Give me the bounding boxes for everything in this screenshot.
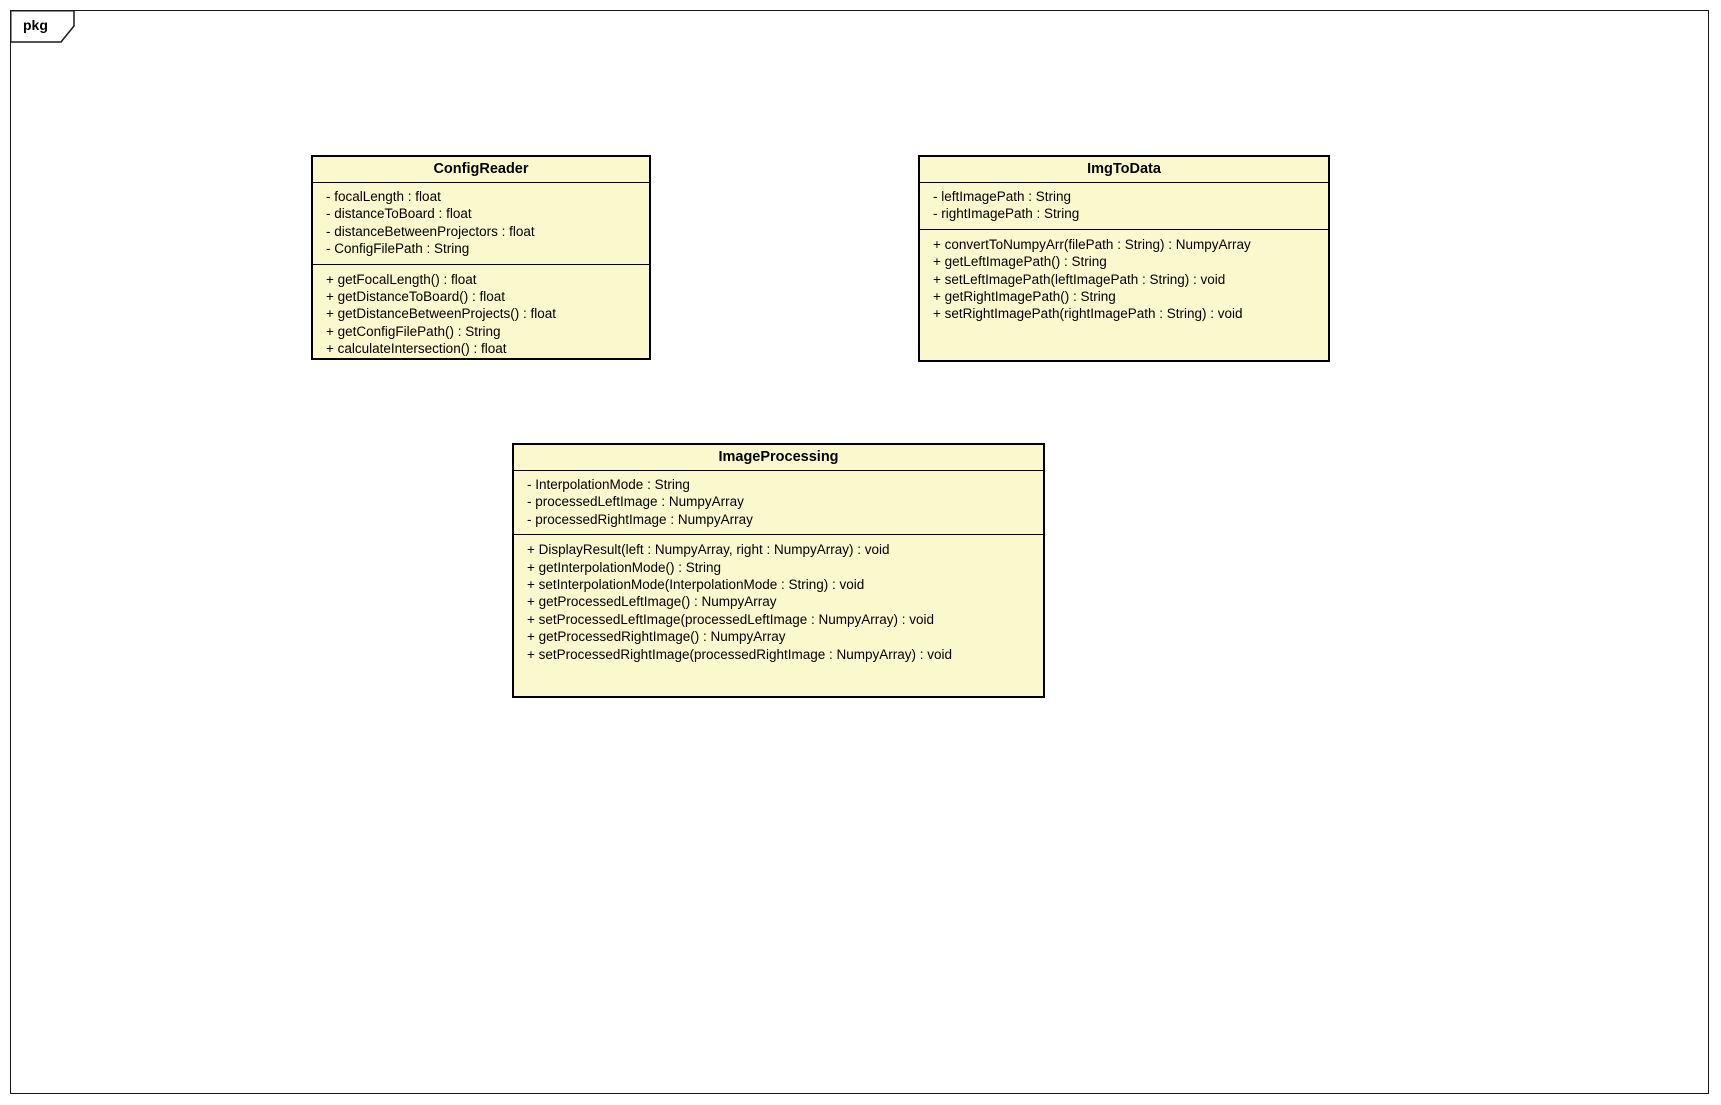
class-imageprocessing-attributes: - InterpolationMode : String - processed… [514,471,1043,536]
attribute: - processedLeftImage : NumpyArray [527,494,744,510]
class-imgtodata-methods: + convertToNumpyArr(filePath : String) :… [920,230,1328,360]
class-imageprocessing-methods: + DisplayResult(left : NumpyArray, right… [514,535,1043,696]
class-imgtodata-attributes: - leftImagePath : String - rightImagePat… [920,183,1328,230]
method: + setRightImagePath(rightImagePath : Str… [933,306,1243,322]
method: + getConfigFilePath() : String [326,323,501,339]
class-configreader-methods: + getFocalLength() : float + getDistance… [313,265,649,364]
method: + getDistanceBetweenProjects() : float [326,306,556,322]
method: + setProcessedRightImage(processedRightI… [527,646,953,662]
class-configreader-title: ConfigReader [313,157,649,183]
method: + getRightImagePath() : String [933,289,1116,305]
class-configreader[interactable]: ConfigReader - focalLength : float - dis… [311,155,651,360]
method: + DisplayResult(left : NumpyArray, right… [527,542,890,558]
method: + getLeftImagePath() : String [933,254,1107,270]
attribute: - leftImagePath : String [933,189,1072,204]
attribute: - InterpolationMode : String [527,477,690,492]
class-imgtodata[interactable]: ImgToData - leftImagePath : String - rig… [918,155,1330,362]
package-tab: pkg [10,10,75,43]
package-tab-shape [10,10,75,43]
class-configreader-attributes: - focalLength : float - distanceToBoard … [313,183,649,265]
method: + setLeftImagePath(leftImagePath : Strin… [933,271,1226,287]
attribute: - ConfigFilePath : String [326,241,470,257]
attribute: - processedRightImage : NumpyArray [527,511,753,527]
class-imgtodata-title: ImgToData [920,157,1328,183]
attribute: - distanceToBoard : float [326,206,472,222]
attribute: - focalLength : float [326,189,441,204]
method: + convertToNumpyArr(filePath : String) :… [933,236,1251,252]
method: + calculateIntersection() : float [326,341,507,357]
package-frame [10,10,1709,1094]
attribute: - distanceBetweenProjectors : float [326,223,535,239]
method: + getFocalLength() : float [326,271,477,287]
method: + getInterpolationMode() : String [527,559,721,575]
package-label: pkg [23,17,48,33]
method: + getProcessedLeftImage() : NumpyArray [527,594,777,610]
method: + setProcessedLeftImage(processedLeftIma… [527,611,935,627]
method: + getProcessedRightImage() : NumpyArray [527,629,786,645]
class-imageprocessing[interactable]: ImageProcessing - InterpolationMode : St… [512,443,1045,698]
attribute: - rightImagePath : String [933,206,1080,222]
method: + getDistanceToBoard() : float [326,289,505,305]
class-imageprocessing-title: ImageProcessing [514,445,1043,471]
method: + setInterpolationMode(InterpolationMode… [527,577,865,593]
